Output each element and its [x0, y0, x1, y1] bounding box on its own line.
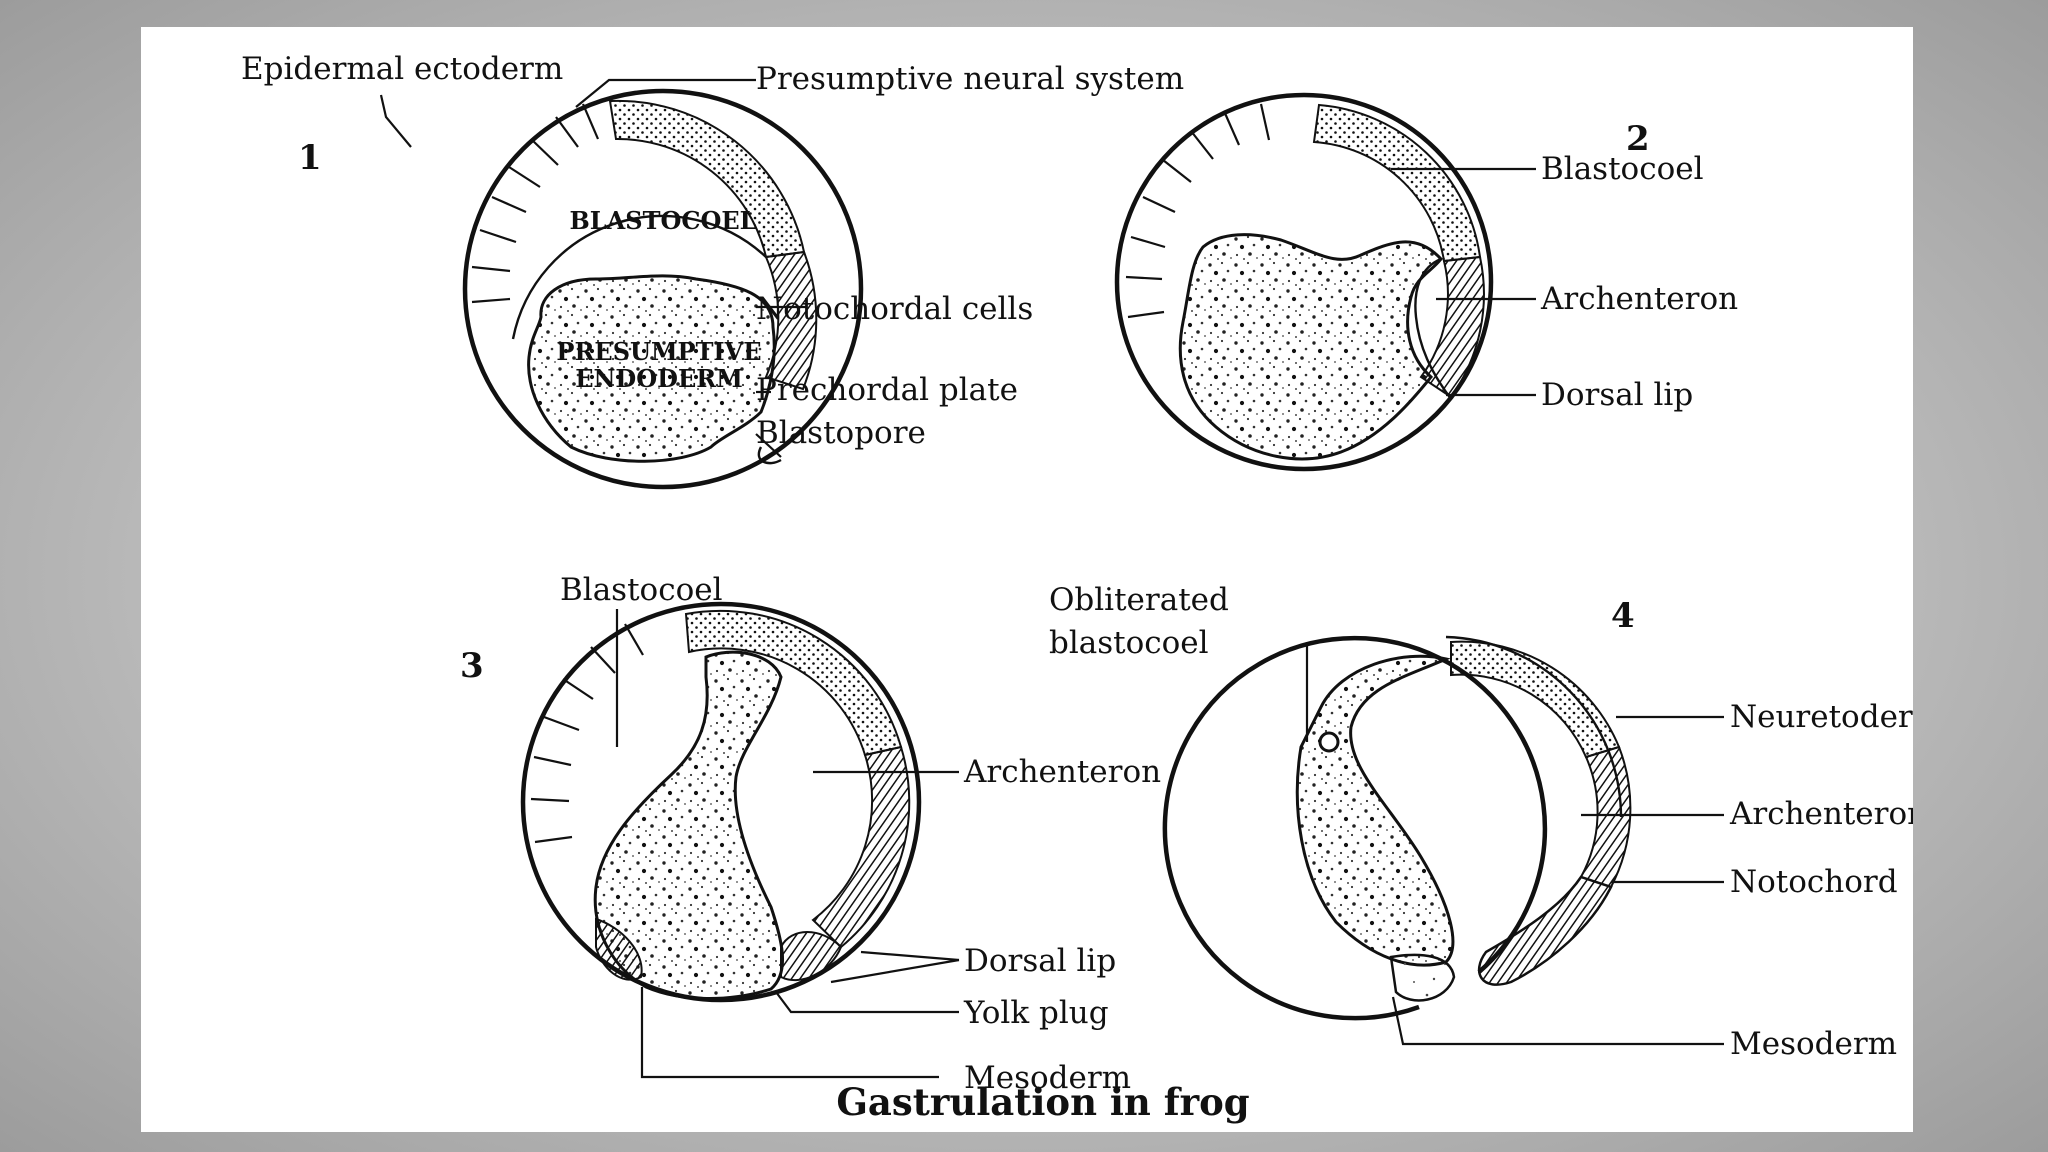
panel-3-notochord-region [811, 745, 911, 949]
leader-presumptive-neural-system [575, 78, 756, 108]
leader-blastopore [755, 433, 782, 458]
panel-4-neural-region [1450, 640, 1621, 759]
panel-2-number: 2 [1626, 119, 1650, 159]
label-neuretoderm: Neuretoderm [1730, 699, 1913, 735]
leader-mesoderm-4 [1391, 996, 1724, 1046]
panel-1-presumptive-endoderm [527, 274, 776, 463]
panel-3-embryo-outline [520, 601, 922, 1003]
panel-2-archenteron [1414, 257, 1452, 400]
panel-4-yolk-mass [1295, 654, 1455, 967]
panel-3-yolk-mass [593, 650, 785, 1000]
leader-epidermal-ectoderm [379, 94, 412, 148]
label-dorsal-lip-2: Dorsal lip [1541, 377, 1693, 413]
panel-4-embryo-outline [1162, 635, 1548, 1021]
label-mesoderm-4: Mesoderm [1730, 1026, 1897, 1062]
slide: BLASTOCOEL PRESUMPTIVE ENDODERM 1 Epider… [141, 27, 1913, 1132]
label-prechordal-plate: Prechordal plate [756, 372, 1018, 408]
label-archenteron-4: Archenteron [1729, 796, 1913, 832]
panel-2-yolk-mass [1178, 233, 1443, 461]
label-epidermal-ectoderm: Epidermal ectoderm [241, 51, 563, 87]
leader-yolk-plug-3 [775, 991, 959, 1014]
leader-mesoderm-3 [640, 987, 939, 1079]
label-notochord: Notochord [1730, 864, 1898, 900]
leader-dorsal-lip-3b [830, 958, 960, 984]
label-blastocoel-3: Blastocoel [560, 572, 723, 608]
panel-2-notochord-region [1419, 255, 1485, 399]
panel-1-endoderm-inner-label-2: ENDODERM [575, 364, 743, 393]
panel-4-number: 4 [1611, 596, 1635, 636]
panel-1-ectoderm-cells [471, 103, 600, 304]
panel-3-ectoderm-cells [530, 623, 644, 844]
panel-2: 2 Blastocoel Archenteron Dorsal lip [1114, 92, 1738, 472]
label-archenteron-2: Archenteron [1540, 281, 1738, 317]
panel-4-ventral-lip [1389, 953, 1456, 1002]
label-mesoderm-3: Mesoderm [964, 1060, 1131, 1096]
panel-3-dorsal-lip [780, 931, 843, 982]
panel-1-blastocoel-inner-label: BLASTOCOEL [569, 206, 756, 235]
panel-4: 4 Obliterated blastocoel Neuretoderm Arc… [1049, 582, 1913, 1062]
leader-dorsal-lip-3a [860, 950, 960, 962]
panel-1: BLASTOCOEL PRESUMPTIVE ENDODERM 1 Epider… [241, 51, 1184, 490]
panel-3-ventral-lip [595, 917, 643, 981]
label-blastopore: Blastopore [756, 415, 926, 451]
panel-2-ectoderm-cells [1125, 103, 1271, 319]
panel-4-dorsal-lip-roll [1477, 875, 1613, 986]
panel-4-notochord-region [1579, 745, 1632, 889]
label-dorsal-lip-3: Dorsal lip [964, 943, 1116, 979]
panel-2-embryo-outline [1114, 92, 1494, 472]
label-obliterated: Obliterated [1049, 582, 1229, 618]
panel-3-number: 3 [460, 646, 484, 686]
panel-1-blastocoel-boundary [511, 214, 767, 340]
panel-1-endoderm-inner-label-1: PRESUMPTIVE [556, 337, 761, 366]
label-presumptive-neural-system: Presumptive neural system [756, 61, 1184, 97]
label-notochordal-cells: Notochordal cells [756, 291, 1033, 327]
panel-1-blastopore [757, 446, 782, 465]
panel-3: 3 Blastocoel Archenteron Dorsal lip Yolk… [460, 572, 1161, 1096]
panel-2-neural-region [1312, 103, 1482, 263]
panel-1-embryo-outline [462, 88, 864, 490]
panel-1-number: 1 [298, 138, 322, 178]
label-blastocoel-2: Blastocoel [1541, 151, 1704, 187]
figure-caption: Gastrulation in frog [836, 1080, 1249, 1124]
gastrulation-diagram: BLASTOCOEL PRESUMPTIVE ENDODERM 1 Epider… [241, 51, 1913, 1124]
panel-4-obliterated-blastocoel [1318, 731, 1340, 753]
label-yolk-plug-3: Yolk plug [963, 995, 1109, 1031]
label-blastocoel-4: blastocoel [1049, 625, 1209, 661]
label-archenteron-3: Archenteron [963, 754, 1161, 790]
